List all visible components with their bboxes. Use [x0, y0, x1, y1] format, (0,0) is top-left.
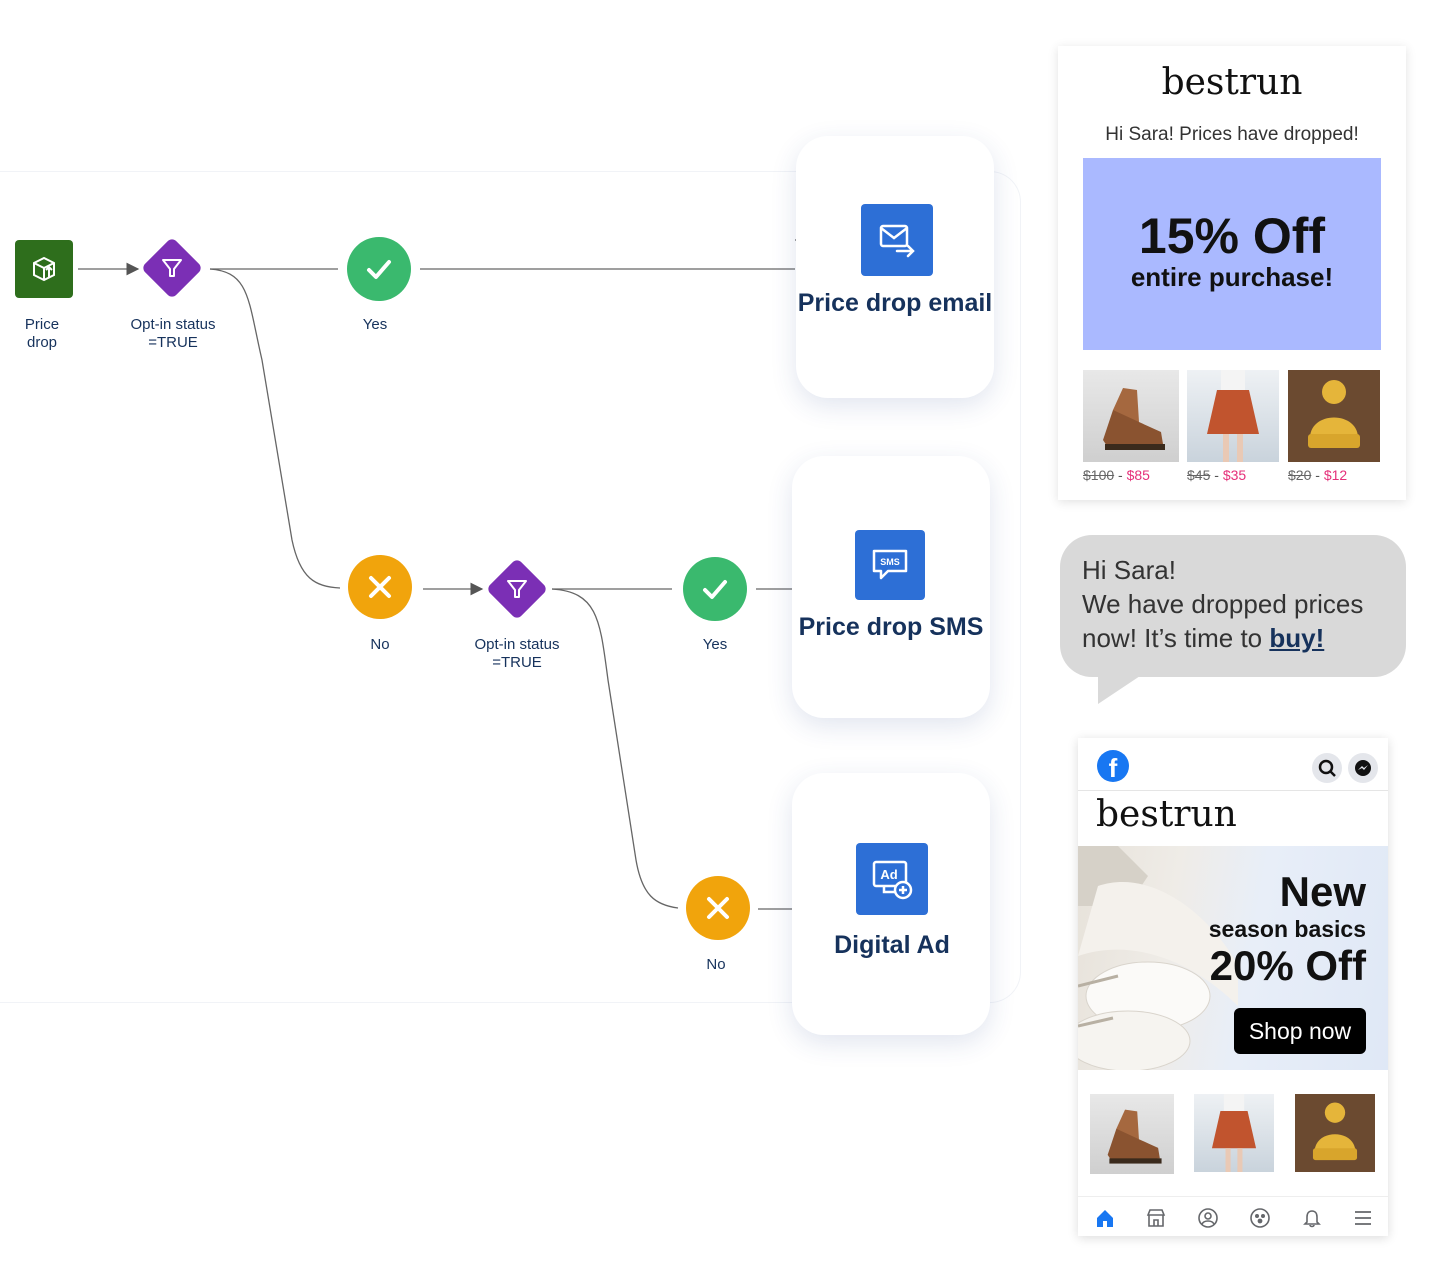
new-price: $12	[1323, 467, 1348, 483]
facebook-ad-preview: f bestrun New season basics 20% Off Shop…	[1078, 738, 1388, 1236]
price-hat: $20 - $12	[1288, 467, 1347, 483]
notifications-bell-icon[interactable]	[1301, 1207, 1323, 1229]
email-card-title: Price drop email	[797, 289, 993, 317]
ad-action-card[interactable]: Ad Digital Ad	[792, 773, 990, 1035]
search-icon[interactable]	[1312, 753, 1342, 783]
yes2-label: Yes	[702, 636, 728, 653]
product-image-hat[interactable]	[1288, 370, 1380, 462]
no1-label: No	[370, 636, 390, 653]
sms-icon-text: SMS	[880, 557, 900, 567]
menu-icon[interactable]	[1352, 1207, 1374, 1229]
connector-filter1-no	[209, 268, 341, 589]
sms-action-card[interactable]: SMS Price drop SMS	[792, 456, 990, 718]
ad-headline: New	[1279, 868, 1366, 915]
new-price: $35	[1222, 467, 1247, 483]
messenger-icon[interactable]	[1348, 753, 1378, 783]
ad-subhead: season basics	[1208, 916, 1366, 942]
filter1-label: Opt-in status =TRUE	[130, 316, 216, 351]
sms-greeting: Hi Sara!	[1082, 555, 1176, 585]
filter2-label: Opt-in status =TRUE	[474, 636, 560, 671]
email-action-card[interactable]: Price drop email	[796, 136, 994, 398]
sms-icon: SMS	[855, 530, 925, 600]
email-preview: bestrun Hi Sara! Prices have dropped! 15…	[1058, 46, 1406, 500]
start-node-label: Price drop	[24, 316, 60, 351]
sms-buy-link[interactable]: buy!	[1269, 623, 1325, 653]
old-price: $45	[1187, 467, 1211, 483]
ad-hero-banner[interactable]: New season basics 20% Off Shop now	[1078, 846, 1388, 1070]
email-send-icon	[861, 204, 933, 276]
home-icon[interactable]	[1094, 1207, 1116, 1229]
price-boot: $100 - $85	[1083, 467, 1150, 483]
facebook-bottom-nav	[1078, 1196, 1388, 1236]
funnel-icon	[150, 246, 194, 290]
price-separator: -	[1210, 467, 1223, 483]
email-greeting: Hi Sara! Prices have dropped!	[1105, 124, 1359, 145]
yes1-label: Yes	[362, 316, 388, 333]
funnel-icon	[495, 567, 539, 611]
sms-message-bubble: Hi Sara! We have dropped prices now! It’…	[1060, 535, 1406, 677]
price-skirt: $45 - $35	[1187, 467, 1246, 483]
product-image-boot[interactable]	[1083, 370, 1179, 462]
ad-brand-logo: bestrun	[1096, 794, 1237, 835]
checkmark-icon	[367, 260, 391, 279]
facebook-logo-icon[interactable]: f	[1097, 750, 1129, 783]
connector-filter2-no	[551, 588, 679, 909]
yes-node-2[interactable]	[683, 557, 747, 621]
no2-label: No	[706, 956, 726, 973]
price-separator: -	[1311, 467, 1324, 483]
ad-card-title: Digital Ad	[834, 931, 950, 959]
old-price: $100	[1083, 467, 1115, 483]
groups-icon[interactable]	[1249, 1207, 1271, 1229]
ad-icon-text: Ad	[880, 867, 897, 882]
sms-message-text: Hi Sara! We have dropped prices now! It’…	[1082, 553, 1392, 655]
hero-shoes-scarf-image	[1078, 846, 1238, 1070]
sms-body: We have dropped prices now! It’s time to	[1082, 589, 1364, 653]
email-promo-banner[interactable]: 15% Off entire purchase!	[1083, 158, 1381, 350]
old-price: $20	[1288, 467, 1312, 483]
package-icon	[33, 256, 55, 282]
bubble-tail	[1098, 676, 1140, 704]
close-icon	[707, 897, 729, 919]
new-price: $85	[1126, 467, 1150, 483]
email-promo-subline: entire purchase!	[1130, 262, 1334, 292]
checkmark-icon	[703, 580, 727, 599]
ad-discount: 20% Off	[1209, 942, 1366, 989]
close-icon	[369, 576, 391, 598]
sms-card-title: Price drop SMS	[798, 613, 984, 641]
profile-icon[interactable]	[1197, 1207, 1219, 1229]
shop-now-button[interactable]: Shop now	[1234, 1008, 1366, 1054]
digital-ad-icon: Ad	[856, 843, 928, 915]
ad-product-skirt[interactable]	[1194, 1094, 1274, 1172]
no-node-2[interactable]	[686, 876, 750, 940]
email-brand-logo: bestrun	[1161, 62, 1303, 103]
marketplace-icon[interactable]	[1145, 1207, 1167, 1229]
product-image-skirt[interactable]	[1187, 370, 1279, 462]
yes-node-1[interactable]	[347, 237, 411, 301]
ad-product-boot[interactable]	[1090, 1094, 1174, 1174]
no-node-1[interactable]	[348, 555, 412, 619]
price-separator: -	[1114, 467, 1127, 483]
price-drop-start-node[interactable]	[15, 240, 73, 298]
header-divider	[1078, 790, 1388, 791]
email-promo-headline: 15% Off	[1138, 208, 1326, 264]
ad-product-hat[interactable]	[1295, 1094, 1375, 1172]
